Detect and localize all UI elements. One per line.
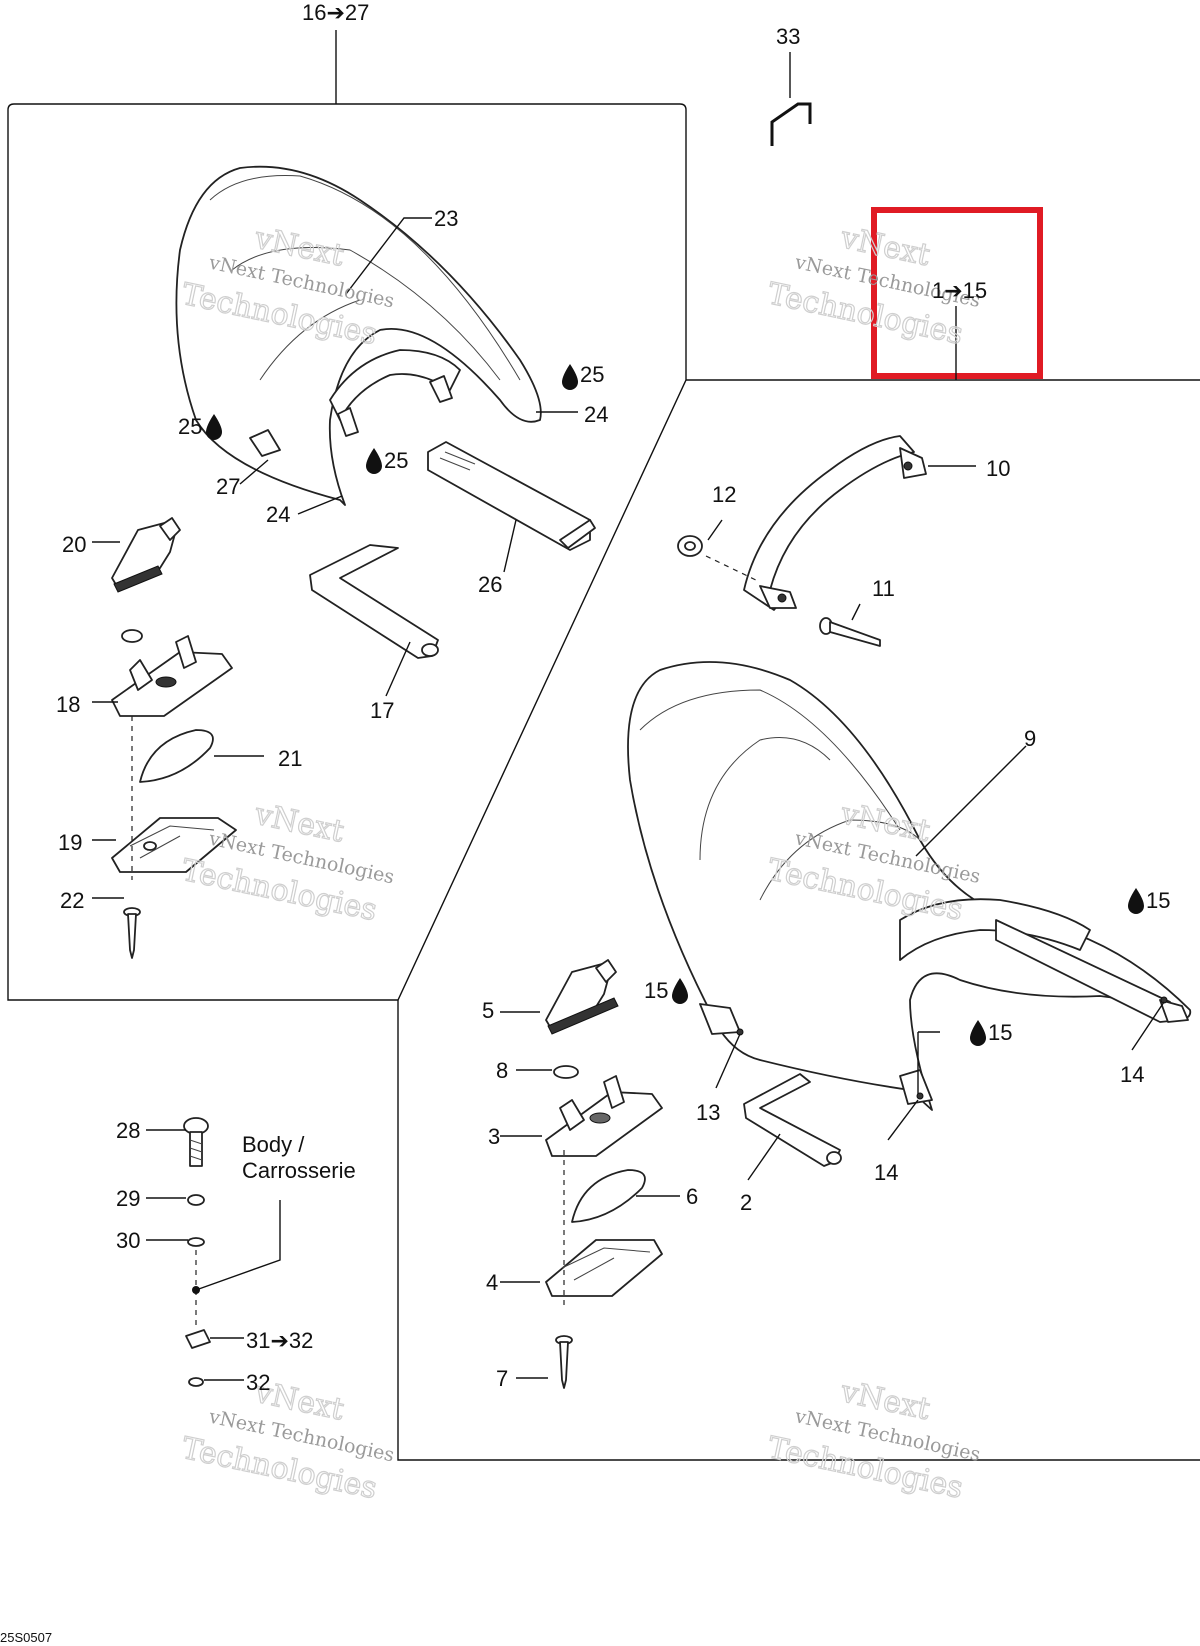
right-frame bbox=[397, 379, 1200, 1461]
label-11: 11 bbox=[872, 576, 895, 601]
label-3: 3 bbox=[488, 1124, 500, 1149]
part-26-strap bbox=[427, 441, 596, 551]
label-23: 23 bbox=[434, 206, 458, 231]
drop-icon bbox=[366, 448, 382, 474]
watermark-mid-left: vNext Technologies Technologies vNext bbox=[178, 796, 396, 929]
part-5-latch bbox=[545, 959, 619, 1035]
part-10-grab-handle bbox=[743, 435, 927, 611]
label-19: 19 bbox=[58, 830, 82, 855]
watermark-bottom-right: vNext Technologies Technologies vNext bbox=[764, 1374, 982, 1507]
body-label-line2: Carrosserie bbox=[242, 1158, 356, 1183]
label-24-b: 24 bbox=[266, 502, 290, 527]
label-15-c: 15 bbox=[988, 1020, 1012, 1045]
label-25-c: 25 bbox=[384, 448, 408, 473]
label-28: 28 bbox=[116, 1118, 140, 1143]
label-15-a: 15 bbox=[1146, 888, 1170, 913]
label-17: 17 bbox=[370, 698, 394, 723]
part-22-rivet bbox=[123, 907, 141, 959]
label-30: 30 bbox=[116, 1228, 140, 1253]
label-1-15: 1➔15 bbox=[932, 278, 987, 303]
part-19-latch-base bbox=[111, 817, 237, 873]
label-24-a: 24 bbox=[584, 402, 608, 427]
body-hardware-stack bbox=[183, 1117, 281, 1387]
label-14-a: 14 bbox=[1120, 1062, 1144, 1087]
part-21-gasket bbox=[139, 729, 214, 783]
drop-icon bbox=[1128, 888, 1144, 914]
label-26: 26 bbox=[478, 572, 502, 597]
part-6-gasket bbox=[571, 1169, 646, 1223]
part-17-allen-key bbox=[309, 544, 439, 659]
label-4: 4 bbox=[486, 1270, 498, 1295]
part-11-rivet bbox=[819, 617, 881, 647]
label-20: 20 bbox=[62, 532, 86, 557]
part-7-rivet bbox=[555, 1335, 573, 1389]
part-23-seat-cover-small bbox=[175, 165, 542, 506]
label-7: 7 bbox=[496, 1366, 508, 1391]
highlight-box bbox=[871, 207, 1043, 379]
part-33-bracket bbox=[770, 102, 812, 146]
part-18-latch-plate bbox=[111, 629, 233, 717]
label-25-a: 25 bbox=[580, 362, 604, 387]
label-13: 13 bbox=[696, 1100, 720, 1125]
label-33: 33 bbox=[776, 24, 800, 49]
part-labels: 16➔27 33 1➔15 23 25 24 25 25 27 24 20 26… bbox=[0, 0, 1170, 1645]
label-15-b: 15 bbox=[644, 978, 668, 1003]
watermark-bottom-left: vNext Technologies Technologies vNext bbox=[178, 1374, 396, 1507]
label-9: 9 bbox=[1024, 726, 1036, 751]
label-16-27: 16➔27 bbox=[302, 0, 369, 25]
body-label-line1: Body / bbox=[242, 1132, 305, 1157]
label-21: 21 bbox=[278, 746, 302, 771]
label-8: 8 bbox=[496, 1058, 508, 1083]
label-25-b: 25 bbox=[178, 414, 202, 439]
part-9-seat-cover-large bbox=[627, 661, 1192, 1111]
label-14-b: 14 bbox=[874, 1160, 898, 1185]
label-5: 5 bbox=[482, 998, 494, 1023]
drawing-code: 25S0507 bbox=[0, 1630, 52, 1645]
label-2: 2 bbox=[740, 1190, 752, 1215]
drop-icon bbox=[562, 364, 578, 390]
label-32: 32 bbox=[246, 1370, 270, 1395]
left-frame bbox=[7, 103, 687, 1001]
label-31-32: 31➔32 bbox=[246, 1328, 313, 1353]
part-2-allen-key bbox=[743, 1073, 842, 1167]
part-20-latch bbox=[111, 517, 181, 593]
label-10: 10 bbox=[986, 456, 1010, 481]
drop-icon bbox=[206, 414, 222, 440]
drop-icon bbox=[970, 1020, 986, 1046]
label-18: 18 bbox=[56, 692, 80, 717]
drop-icons bbox=[206, 364, 1144, 1046]
label-12: 12 bbox=[712, 482, 736, 507]
label-27: 27 bbox=[216, 474, 240, 499]
label-29: 29 bbox=[116, 1186, 140, 1211]
leader-lines bbox=[92, 217, 1165, 1381]
label-22: 22 bbox=[60, 888, 84, 913]
part-8-washer bbox=[553, 1065, 579, 1079]
label-6: 6 bbox=[686, 1184, 698, 1209]
part-12-bushing bbox=[677, 535, 761, 583]
part-4-latch-base bbox=[545, 1239, 663, 1297]
part-3-latch-plate bbox=[545, 1075, 663, 1157]
drop-icon bbox=[672, 978, 688, 1004]
